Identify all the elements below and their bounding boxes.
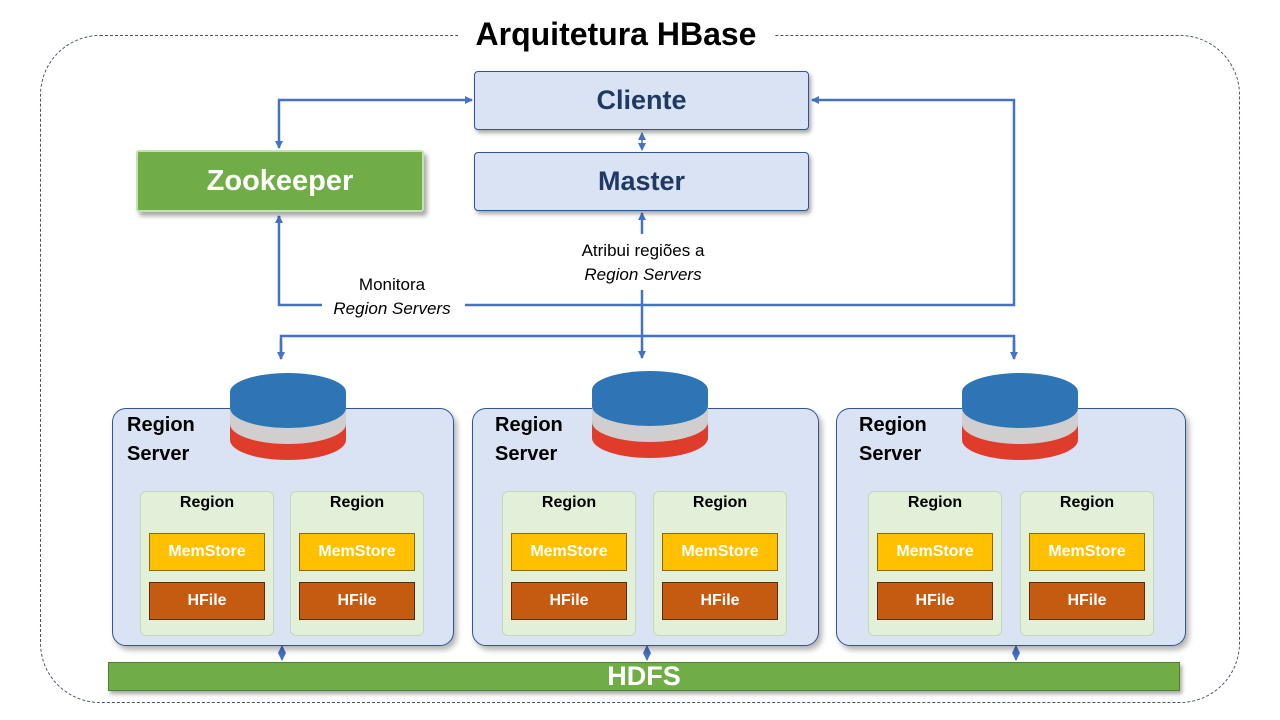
region-box: Region MemStore HFile — [290, 491, 424, 636]
assign-label-line1: Atribui regiões a — [581, 241, 705, 260]
monitor-label-line1: Monitora — [358, 275, 426, 294]
client-box: Cliente — [474, 71, 809, 130]
region-server-title-line2: Server — [127, 443, 190, 465]
region-server-title-line1: Region — [127, 414, 195, 436]
zookeeper-monitor-connector — [277, 216, 322, 307]
region-box: Region MemStore HFile — [653, 491, 787, 636]
region-server-title-line2: Server — [859, 443, 922, 465]
hfile-box: HFile — [511, 582, 627, 620]
assign-label-line2: Region Servers — [584, 265, 702, 284]
region-label: Region — [907, 494, 963, 511]
memstore-box: MemStore — [511, 533, 627, 571]
diagram-title: Arquitetura HBase — [458, 12, 774, 56]
hdfs-label: HDFS — [607, 661, 681, 691]
zookeeper-box: Zookeeper — [136, 150, 424, 212]
region-box: Region MemStore HFile — [140, 491, 274, 636]
memstore-box: MemStore — [877, 533, 993, 571]
region-server-title-line1: Region — [859, 414, 927, 436]
memstore-box: MemStore — [662, 533, 778, 571]
hdfs-bar: HDFS — [108, 662, 1180, 691]
hfile-box: HFile — [299, 582, 415, 620]
region-label: Region — [692, 494, 748, 511]
region-label: Region — [1059, 494, 1115, 511]
region-label: Region — [329, 494, 385, 511]
memstore-box: MemStore — [299, 533, 415, 571]
database-icon — [592, 371, 708, 458]
hfile-box: HFile — [662, 582, 778, 620]
client-zookeeper-connector — [275, 96, 473, 149]
region-server-title-line2: Server — [495, 443, 558, 465]
region-label: Region — [541, 494, 597, 511]
memstore-box: MemStore — [149, 533, 265, 571]
hfile-box: HFile — [149, 582, 265, 620]
hfile-box: HFile — [877, 582, 993, 620]
region-server-title: Region Server — [495, 411, 563, 469]
database-icon — [230, 373, 346, 460]
master-label: Master — [597, 166, 686, 196]
zookeeper-label: Zookeeper — [206, 164, 354, 197]
hfile-box: HFile — [1029, 582, 1145, 620]
assign-regions-label: Atribui regiões a Region Servers — [570, 239, 716, 287]
region-server-title: Region Server — [859, 411, 927, 469]
region-server-title: Region Server — [127, 411, 195, 469]
region-box: Region MemStore HFile — [502, 491, 636, 636]
memstore-box: MemStore — [1029, 533, 1145, 571]
monitor-label-line2: Region Servers — [333, 299, 451, 318]
database-icon — [962, 373, 1078, 460]
monitor-label: Monitora Region Servers — [322, 273, 462, 321]
region-box: Region MemStore HFile — [868, 491, 1002, 636]
client-label: Cliente — [596, 85, 687, 115]
monitor-right-connector — [465, 96, 1016, 307]
master-box: Master — [474, 152, 809, 211]
region-server-title-line1: Region — [495, 414, 563, 436]
region-box: Region MemStore HFile — [1020, 491, 1154, 636]
region-label: Region — [179, 494, 235, 511]
